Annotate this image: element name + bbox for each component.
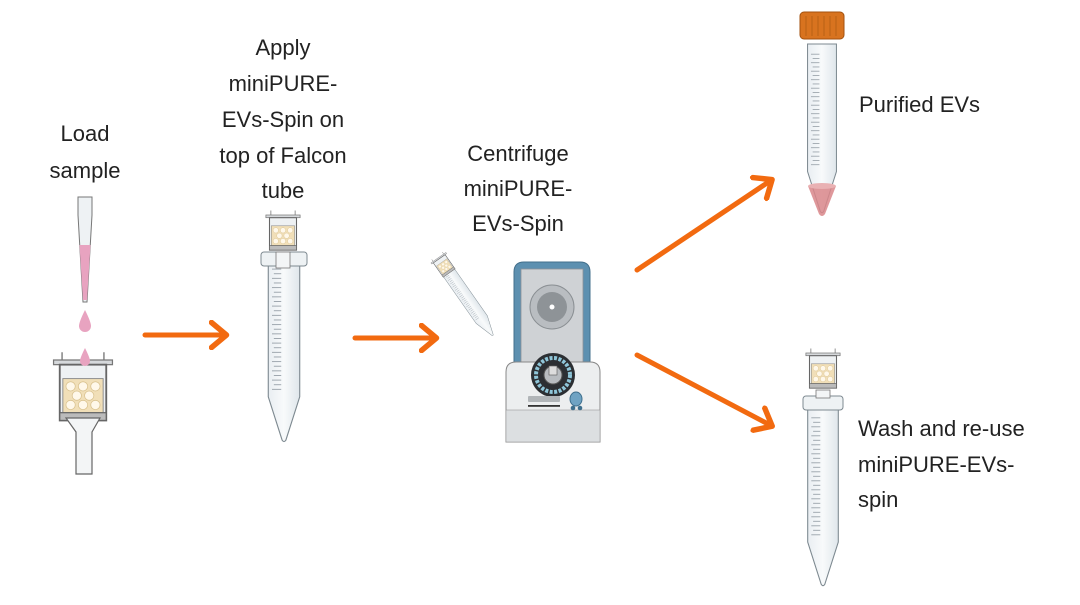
label-line: sample [50,158,121,183]
pipette-icon [77,196,93,303]
label-line: spin [858,487,898,512]
tilted-tube-icon [429,250,499,340]
label-line: miniPURE- [229,71,338,96]
label-line: Purified EVs [859,92,980,117]
label-apply: Apply miniPURE- EVs-Spin on top of Falco… [219,35,346,203]
label-line: top of Falcon [219,143,346,168]
label-line: tube [262,178,305,203]
purified-evs-tube-icon [799,11,845,216]
label-line: EVs-Spin [472,211,564,236]
label-line: miniPURE- [464,176,573,201]
label-wash: Wash and re-use miniPURE-EVs- spin [858,416,1025,512]
centrifuge-icon [505,261,601,443]
arrow-icon [634,352,770,425]
label-line: EVs-Spin on [222,107,344,132]
sample-drop-icon [79,310,91,332]
label-line: Centrifuge [467,141,569,166]
reuse-column-tube-icon [802,348,844,587]
arrow-icon [634,181,770,273]
label-centrifuge: Centrifuge miniPURE- EVs-Spin [464,141,573,236]
falcon-tube-with-column-icon [260,210,308,443]
label-purified: Purified EVs [859,92,980,117]
spin-column-icon [52,348,114,475]
label-line: Wash and re-use [858,416,1025,441]
label-line: Load [61,121,110,146]
label-line: miniPURE-EVs- [858,452,1014,477]
label-line: Apply [255,35,310,60]
label-load-sample: Load sample [50,121,121,183]
